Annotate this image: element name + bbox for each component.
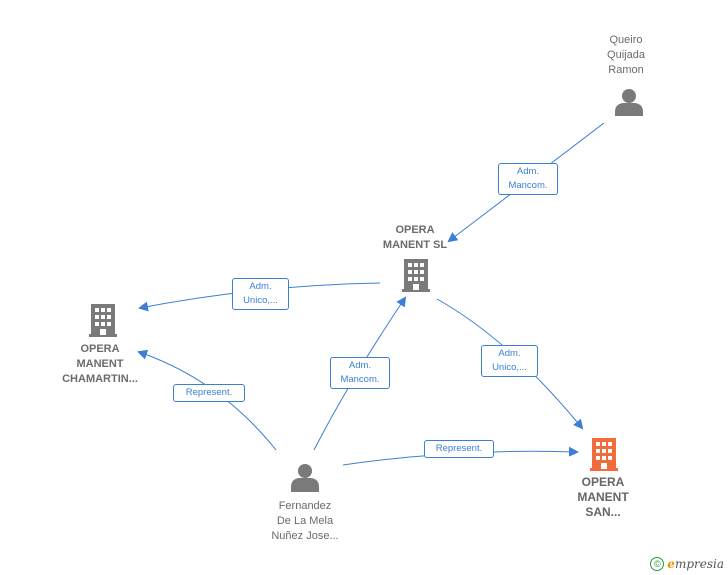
copyright-icon: © [650,557,665,571]
node-label-opera-sl[interactable]: OPERA MANENT SL [382,224,448,251]
edge-label-fernandez-to-sl: Adm. Mancom. [330,357,390,389]
brand-rest: mpresia [674,557,724,571]
person-icon[interactable] [615,89,643,116]
building-icon[interactable] [590,438,618,471]
edge-label-queiro-to-sl: Adm. Mancom. [498,163,558,195]
node-label-opera-chamartin[interactable]: OPERA MANENT CHAMARTIN... [62,343,138,385]
edge-label-fernandez-to-chamartin: Represent. [173,384,245,402]
brand-initial: e [667,557,675,571]
node-label-queiro[interactable]: Queiro Quijada Ramon [607,34,645,76]
person-icon[interactable] [291,464,319,492]
node-label-fernandez[interactable]: Fernandez De La Mela Nuñez Jose... [271,500,339,542]
node-label-opera-san[interactable]: OPERA MANENT SAN... [577,475,629,519]
edge-label-sl-to-san: Adm. Unico,... [481,345,538,377]
building-icon[interactable] [402,259,430,292]
building-icon[interactable] [89,304,117,337]
edge-label-fernandez-to-san: Represent. [424,440,494,458]
footer-brand[interactable]: © empresia [650,557,724,571]
brand-logo: empresia [667,557,724,571]
edge-label-sl-to-chamartin: Adm. Unico,... [232,278,289,310]
